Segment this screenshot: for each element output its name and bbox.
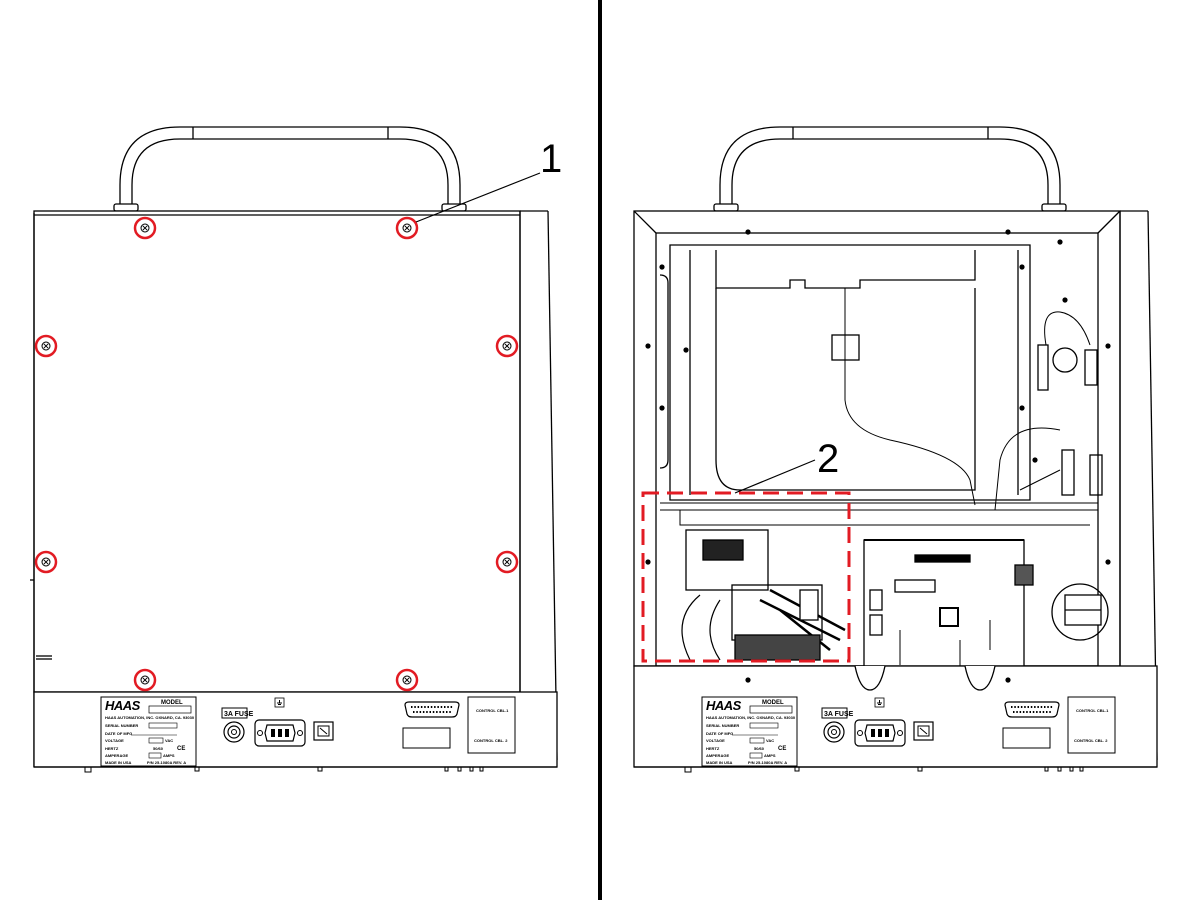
callout-1: 1 bbox=[540, 137, 562, 181]
db25-connector-icon bbox=[1004, 701, 1060, 718]
power-section: 3A FUSE bbox=[221, 697, 334, 747]
screw-icon bbox=[659, 405, 665, 411]
screw-icon bbox=[683, 347, 689, 353]
screw-icon bbox=[1105, 343, 1111, 349]
made-in-label: MADE IN USA bbox=[105, 760, 132, 765]
fuse-label: 3A FUSE bbox=[224, 711, 254, 718]
label-plate: HAAS MODEL HAAS AUTOMATION, INC. OXNARD,… bbox=[701, 696, 798, 767]
callout-2-leader bbox=[734, 459, 816, 494]
label-plate: HAAS MODEL HAAS AUTOMATION, INC. OXNARD,… bbox=[100, 696, 197, 767]
db25-connector-icon bbox=[404, 701, 460, 718]
amps-label: AMPS bbox=[163, 753, 175, 758]
screw-icon bbox=[495, 334, 519, 358]
amperage-label: AMPERAGE bbox=[706, 753, 729, 758]
screw-icon bbox=[1062, 297, 1068, 303]
power-section: 3A FUSE bbox=[821, 697, 934, 747]
company-text: HAAS AUTOMATION, INC. OXNARD, CA. 93030 bbox=[105, 715, 195, 720]
blank-label-plate bbox=[1002, 727, 1051, 749]
screw-icon bbox=[34, 550, 58, 574]
voltage-label: VOLTAGE bbox=[105, 738, 124, 743]
made-in-label: MADE IN USA bbox=[706, 760, 733, 765]
ce-mark: CE bbox=[177, 746, 185, 752]
company-text: HAAS AUTOMATION, INC. OXNARD, CA. 93030 bbox=[706, 715, 796, 720]
screw-icon bbox=[1105, 559, 1111, 565]
switch-icon bbox=[313, 721, 334, 741]
screw-icon bbox=[1019, 264, 1025, 270]
handle-icon bbox=[713, 126, 1067, 212]
blank-label-plate bbox=[402, 727, 451, 749]
hertz-label: HERTZ bbox=[105, 746, 119, 751]
power-inlet-icon bbox=[854, 719, 906, 747]
control-cbl-1: CONTROL CBL.1 bbox=[476, 708, 509, 713]
screw-icon bbox=[659, 264, 665, 270]
amperage-label: AMPERAGE bbox=[105, 753, 128, 758]
brand-logo: HAAS bbox=[105, 698, 141, 713]
fuse-label: 3A FUSE bbox=[824, 711, 854, 718]
ce-mark: CE bbox=[778, 746, 786, 752]
serial-label: SERIAL NUMBER bbox=[105, 723, 138, 728]
control-cbl-1: CONTROL CBL.1 bbox=[1076, 708, 1109, 713]
amps-label: AMPS bbox=[764, 753, 776, 758]
rear-panel bbox=[33, 210, 521, 693]
control-cable-box bbox=[467, 696, 516, 754]
left-view bbox=[30, 126, 558, 773]
screw-icon bbox=[133, 216, 157, 240]
screw-icon bbox=[1005, 229, 1011, 235]
screw-icon bbox=[395, 668, 419, 692]
screw-icon bbox=[1019, 405, 1025, 411]
control-cbl-2: CONTROL CBL. 2 bbox=[1074, 738, 1108, 743]
ground-symbol-icon bbox=[874, 697, 885, 708]
hertz-label: HERTZ bbox=[706, 746, 720, 751]
control-cbl-2: CONTROL CBL. 2 bbox=[474, 738, 508, 743]
screw-icon bbox=[745, 229, 751, 235]
model-label: MODEL bbox=[161, 700, 183, 706]
model-label: MODEL bbox=[762, 700, 784, 706]
vac-label: VAC bbox=[165, 738, 173, 743]
screw-icon bbox=[495, 550, 519, 574]
callout-1-leader bbox=[415, 172, 541, 223]
fuse-holder-icon bbox=[223, 721, 245, 743]
panel-screws bbox=[34, 216, 519, 692]
control-cable-box bbox=[1067, 696, 1116, 754]
screw-icon bbox=[1032, 457, 1038, 463]
date-label: DATE OF MFG bbox=[706, 731, 733, 736]
screw-icon bbox=[645, 343, 651, 349]
screw-icon bbox=[1005, 677, 1011, 683]
switch-icon bbox=[913, 721, 934, 741]
callout-2: 2 bbox=[817, 437, 839, 481]
fuse-holder-icon bbox=[823, 721, 845, 743]
screw-icon bbox=[395, 216, 419, 240]
screw-icon bbox=[645, 559, 651, 565]
highlight-region bbox=[641, 491, 851, 663]
date-label: DATE OF MFG bbox=[105, 731, 132, 736]
serial-label: SERIAL NUMBER bbox=[706, 723, 739, 728]
handle-icon bbox=[113, 126, 467, 212]
right-view bbox=[633, 126, 1158, 773]
part-number: P/N 25-1080A REV. A bbox=[147, 760, 186, 765]
screw-icon bbox=[133, 668, 157, 692]
screw-icon bbox=[745, 677, 751, 683]
brand-logo: HAAS bbox=[706, 698, 742, 713]
screw-icon bbox=[1057, 239, 1063, 245]
ground-symbol-icon bbox=[274, 697, 285, 708]
screw-icon bbox=[34, 334, 58, 358]
part-number: P/N 25-1080A REV. A bbox=[748, 760, 787, 765]
hz-value: 50/60 bbox=[754, 746, 765, 751]
voltage-label: VOLTAGE bbox=[706, 738, 725, 743]
vac-label: VAC bbox=[766, 738, 774, 743]
hz-value: 50/60 bbox=[153, 746, 164, 751]
power-inlet-icon bbox=[254, 719, 306, 747]
